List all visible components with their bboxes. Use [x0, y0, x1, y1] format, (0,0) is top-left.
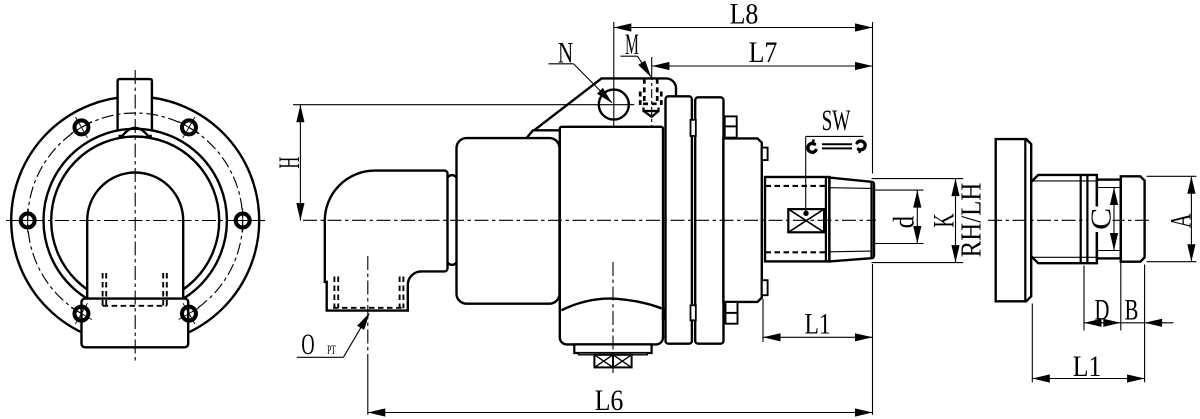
svg-text:L8: L8	[730, 0, 759, 31]
svg-text:N: N	[558, 36, 573, 69]
svg-text:L1: L1	[804, 307, 830, 340]
svg-text:d: d	[888, 215, 920, 228]
svg-text:D: D	[1095, 293, 1110, 327]
svg-text:SW: SW	[822, 105, 851, 137]
svg-text:K: K	[929, 213, 961, 227]
svg-text:B: B	[1125, 293, 1139, 327]
svg-text:L7: L7	[749, 36, 778, 69]
svg-text:A: A	[1166, 213, 1198, 228]
svg-text:M: M	[625, 29, 639, 61]
svg-text:O: O	[301, 329, 314, 361]
svg-text:RH/LH: RH/LH	[955, 183, 987, 258]
svg-text:C: C	[1085, 208, 1117, 230]
svg-text:H: H	[274, 157, 306, 169]
svg-text:PT: PT	[327, 344, 336, 357]
svg-text:L6: L6	[595, 385, 624, 418]
svg-text:L1: L1	[1073, 350, 1102, 383]
